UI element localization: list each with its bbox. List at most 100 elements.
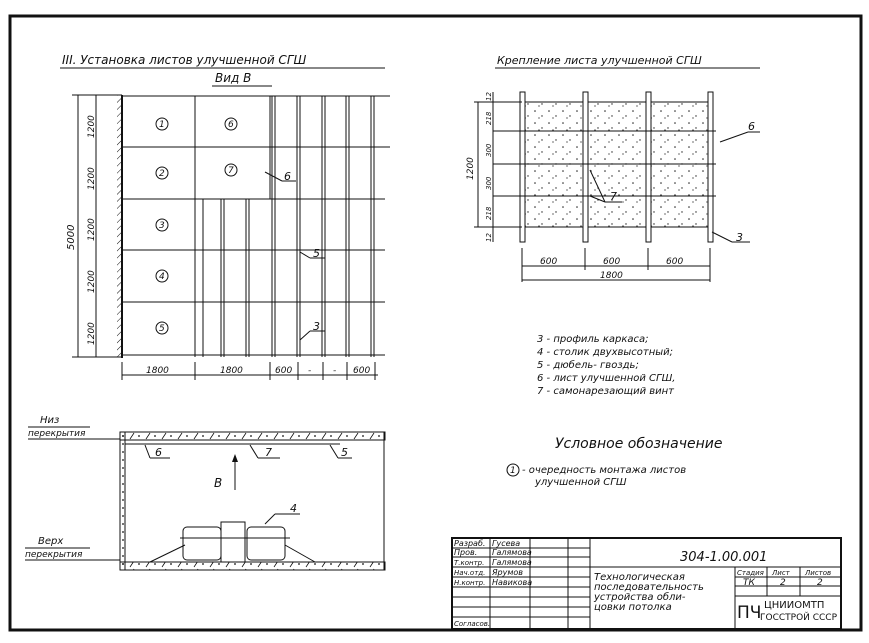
section-view: Низ перекрытия Верх перекрытия В 6 7 5 4 [25, 415, 386, 571]
fastening-detail: Крепление листа улучшенной СГШ 6 7 3 120… [466, 54, 760, 282]
drawing-line [264, 171, 325, 341]
drawing-label: 4 [290, 502, 297, 515]
callout-6: 6 [284, 170, 291, 183]
drawing-label: 218 [485, 206, 493, 220]
drawing-label: - [333, 366, 336, 376]
drawing-label: перекрытия [28, 429, 86, 439]
drawing-label: Лист [771, 569, 791, 577]
drawing-label: 300 [485, 143, 493, 157]
drawing-label: улучшенной СГШ [534, 477, 627, 488]
drawing-label: 6 [155, 446, 162, 459]
legend: 3 - профиль каркаса; 4 - столик двухвысо… [506, 334, 722, 488]
two-height-table [149, 513, 316, 563]
drawing-line [299, 251, 311, 259]
drawing-label: Ярумов [491, 568, 523, 577]
detail-callout-6: 6 [748, 120, 755, 133]
drawing-label: 6 [228, 120, 234, 130]
drawing-label: Пров. [454, 548, 477, 557]
drawing-line [182, 526, 222, 561]
symbols-heading: Условное обозначение [555, 436, 722, 452]
drawing-label: 2 [780, 578, 786, 588]
legend-item: 3 - профиль каркаса; [537, 334, 649, 345]
drawing-line [122, 95, 390, 357]
drawing-line [232, 454, 238, 462]
drawing-label: Низ [40, 415, 59, 426]
drawing-label: 12 [485, 92, 493, 101]
drawing-label: 600 [603, 257, 620, 267]
drawing-label: 1 [510, 466, 516, 476]
drawing-label: Согласов. [454, 620, 490, 628]
sheet-frame [8, 14, 863, 632]
drawing-label: 1200 [87, 322, 97, 345]
drawing-label: устройства обли- [593, 591, 686, 603]
drawing-label: Стадия [737, 569, 764, 577]
drawing-label: 1200 [87, 167, 97, 190]
drawing-label: 1 [159, 120, 165, 130]
drawing-label: 1200 [87, 270, 97, 293]
drawing-line [155, 117, 169, 131]
org-logo: ПЧ [737, 603, 761, 623]
drawing-label: ГОССТРОЙ СССР [760, 611, 838, 623]
drawing-label: Нач.отд. [454, 569, 485, 577]
drawing-label: 1200 [87, 115, 97, 138]
drawing-label: Галямова [492, 558, 532, 567]
drawing-line [264, 171, 283, 182]
drawing-label: 218 [485, 111, 493, 125]
drawing-line [220, 521, 246, 563]
title-block: Разраб. Пров. Т.контр. Нач.отд. Н.контр.… [451, 537, 842, 630]
drawing-label: последовательность [594, 582, 704, 593]
drawing-label: Галямова [492, 548, 532, 557]
drawing-label: 600 [353, 366, 370, 376]
drawing-line [284, 544, 316, 563]
drawing-line [451, 537, 842, 630]
legend-item: 6 - лист улучшенной СГШ, [537, 373, 675, 384]
drawing-label: 7 [228, 166, 234, 176]
drawing-label: 5 [159, 324, 165, 334]
document-code: 304-1.00.001 [680, 550, 767, 565]
drawing-label: 1200 [466, 157, 476, 180]
drawing-line [119, 431, 386, 441]
drawing-line [149, 544, 186, 563]
legend-item: 4 - столик двухвысотный; [537, 347, 673, 358]
drawing-line [155, 218, 169, 232]
detail-callout-7: 7 [610, 190, 617, 203]
view-arrow-label: В [214, 476, 222, 490]
drawing-label: цовки потолка [594, 602, 672, 613]
detail-callout-3: 3 [736, 231, 743, 244]
drawing-line [264, 513, 276, 525]
drawing-label: 600 [666, 257, 683, 267]
drawing-line [474, 92, 760, 282]
callout-3: 3 [313, 320, 320, 333]
detail-profiles [519, 91, 714, 243]
drawing-label: 3 [159, 221, 165, 231]
drawing-label: Технологическая [594, 572, 685, 583]
detail-title: Крепление листа улучшенной СГШ [497, 54, 702, 67]
drawing-label: 300 [485, 176, 493, 190]
drawing-line [224, 117, 238, 131]
drawing-line [645, 91, 652, 243]
legend-item: 7 - самонарезающий винт [537, 386, 675, 397]
drawing-label: 600 [540, 257, 557, 267]
drawing-label: ЦНИИОМТП [764, 600, 824, 611]
drawing-label: Н.контр. [454, 579, 485, 587]
drawing-label: перекрытия [25, 550, 83, 560]
drawing-line [246, 526, 286, 561]
drawing-line [155, 321, 169, 335]
drawing-line [452, 538, 841, 629]
drawing-line [707, 91, 714, 243]
drawing-line [582, 91, 589, 243]
plan-overall-dim: 5000 [66, 225, 77, 250]
drawing-label: Навикова [492, 578, 532, 587]
drawing-line [519, 91, 526, 243]
drawing-line [589, 195, 606, 203]
drawing-label: 600 [275, 366, 292, 376]
drawing-line [72, 94, 378, 380]
drawing-label: 12 [485, 233, 493, 242]
frame-profiles [202, 96, 375, 357]
drawing-line [144, 444, 352, 459]
drawing-label: 1800 [600, 271, 623, 281]
drawing-label: 7 [265, 446, 272, 459]
legend-item: 5 - дюбель- гвоздь; [537, 359, 639, 371]
drawing-line [144, 444, 151, 459]
